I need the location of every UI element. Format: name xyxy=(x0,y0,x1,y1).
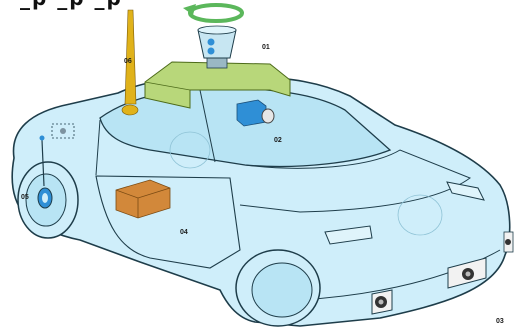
radar-sensor-icon xyxy=(371,231,514,315)
label-04: 04 xyxy=(180,229,188,236)
rear-sensor-icon xyxy=(51,123,75,139)
rotate-arrow-icon xyxy=(183,3,244,23)
label-01: 01 xyxy=(262,44,270,51)
car-body xyxy=(11,74,511,327)
label-05: 05 xyxy=(21,194,29,201)
front-wheel xyxy=(235,249,321,327)
gps-antenna-icon xyxy=(121,9,139,116)
lidar-sensor-icon xyxy=(144,25,291,109)
label-03: 03 xyxy=(496,318,504,325)
label-06: 06 xyxy=(124,58,132,65)
cropped-header-text: _p _p _p xyxy=(20,0,500,10)
camera-icon xyxy=(236,99,275,127)
computer-box-icon xyxy=(115,179,171,219)
rear-sensor-dot xyxy=(60,128,66,134)
label-02: 02 xyxy=(274,137,282,144)
wheel-encoder-icon xyxy=(37,135,53,209)
